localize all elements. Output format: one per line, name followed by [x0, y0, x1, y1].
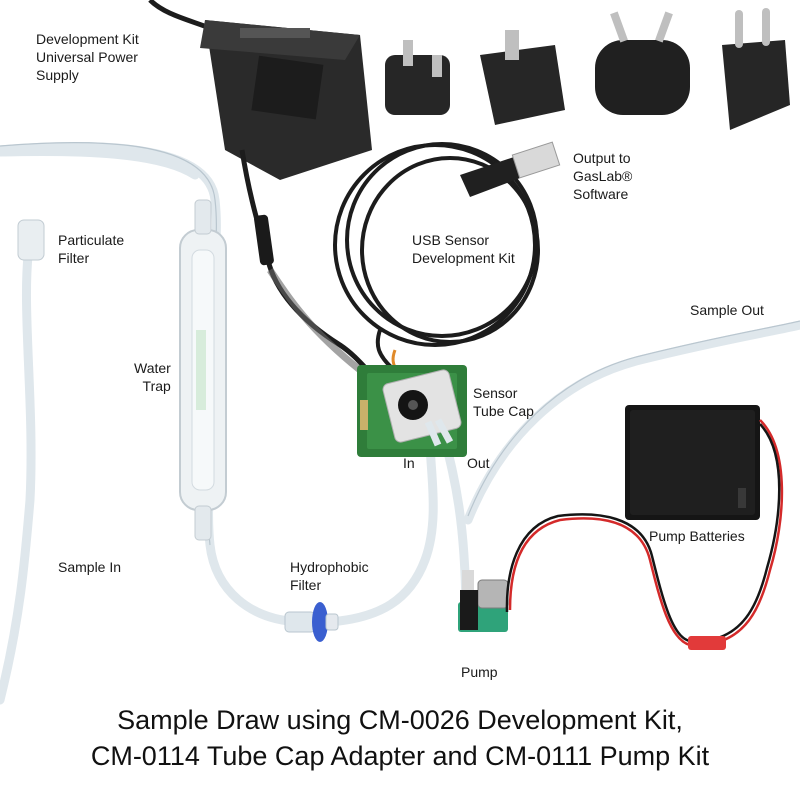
label-hydrophobic-filter-line1: Hydrophobic [290, 559, 369, 575]
pump-assembly [458, 570, 509, 632]
label-pump-batteries: Pump Batteries [649, 528, 745, 544]
label-sensor-tube-cap-line1: Sensor [473, 385, 518, 401]
label-output-line1: Output to [573, 150, 631, 166]
label-hydrophobic-filter-line2: Filter [290, 577, 322, 593]
label-water-trap: Water Trap [134, 359, 171, 395]
label-particulate-filter-line2: Filter [58, 250, 90, 266]
plug-adapter-au [595, 11, 690, 115]
sensor-board [357, 365, 467, 457]
wire-connector [688, 636, 726, 650]
usb-cable-coil [333, 142, 540, 370]
sensor-tube-stubs [424, 418, 454, 447]
label-sensor-tube-cap: Sensor Tube Cap [473, 384, 534, 420]
power-supply-unit [200, 20, 372, 180]
label-usb-kit-line1: USB Sensor [412, 232, 490, 248]
plug-adapter-eu [722, 8, 790, 130]
label-water-trap-line1: Water [134, 360, 171, 376]
hydrophobic-filter [284, 602, 339, 642]
label-particulate-filter-line1: Particulate [58, 232, 125, 248]
label-output-line3: Software [573, 186, 629, 202]
label-power-supply-line2: Universal Power [36, 49, 138, 65]
label-output: Output to GasLab® Software [573, 149, 632, 203]
plug-adapter-uk [385, 40, 450, 115]
plug-adapter-uk-alt [480, 30, 565, 125]
cable-connector [254, 214, 274, 266]
label-out: Out [467, 455, 490, 471]
label-water-trap-line2: Trap [142, 378, 171, 394]
label-usb-kit: USB Sensor Development Kit [412, 231, 515, 267]
caption-line-2: CM-0114 Tube Cap Adapter and CM-0111 Pum… [90, 741, 710, 771]
battery-wires [505, 419, 784, 647]
label-hydrophobic-filter: Hydrophobic Filter [290, 558, 369, 594]
water-trap [179, 199, 227, 541]
label-power-supply: Development Kit Universal Power Supply [36, 30, 139, 84]
label-power-supply-line1: Development Kit [36, 31, 139, 47]
label-sample-out: Sample Out [690, 302, 764, 318]
battery-box [625, 405, 760, 520]
label-sensor-tube-cap-line2: Tube Cap [473, 403, 534, 419]
label-output-line2: GasLab® [573, 168, 633, 184]
particulate-filter-fitting [17, 219, 45, 261]
usb-plug [460, 141, 561, 197]
label-particulate-filter: Particulate Filter [58, 231, 124, 267]
caption-line-1: Sample Draw using CM-0026 Development Ki… [117, 705, 683, 735]
label-power-supply-line3: Supply [36, 67, 79, 83]
label-sample-in: Sample In [58, 559, 122, 575]
label-usb-kit-line2: Development Kit [412, 250, 515, 266]
label-in: In [403, 455, 415, 471]
label-pump: Pump [461, 664, 498, 680]
